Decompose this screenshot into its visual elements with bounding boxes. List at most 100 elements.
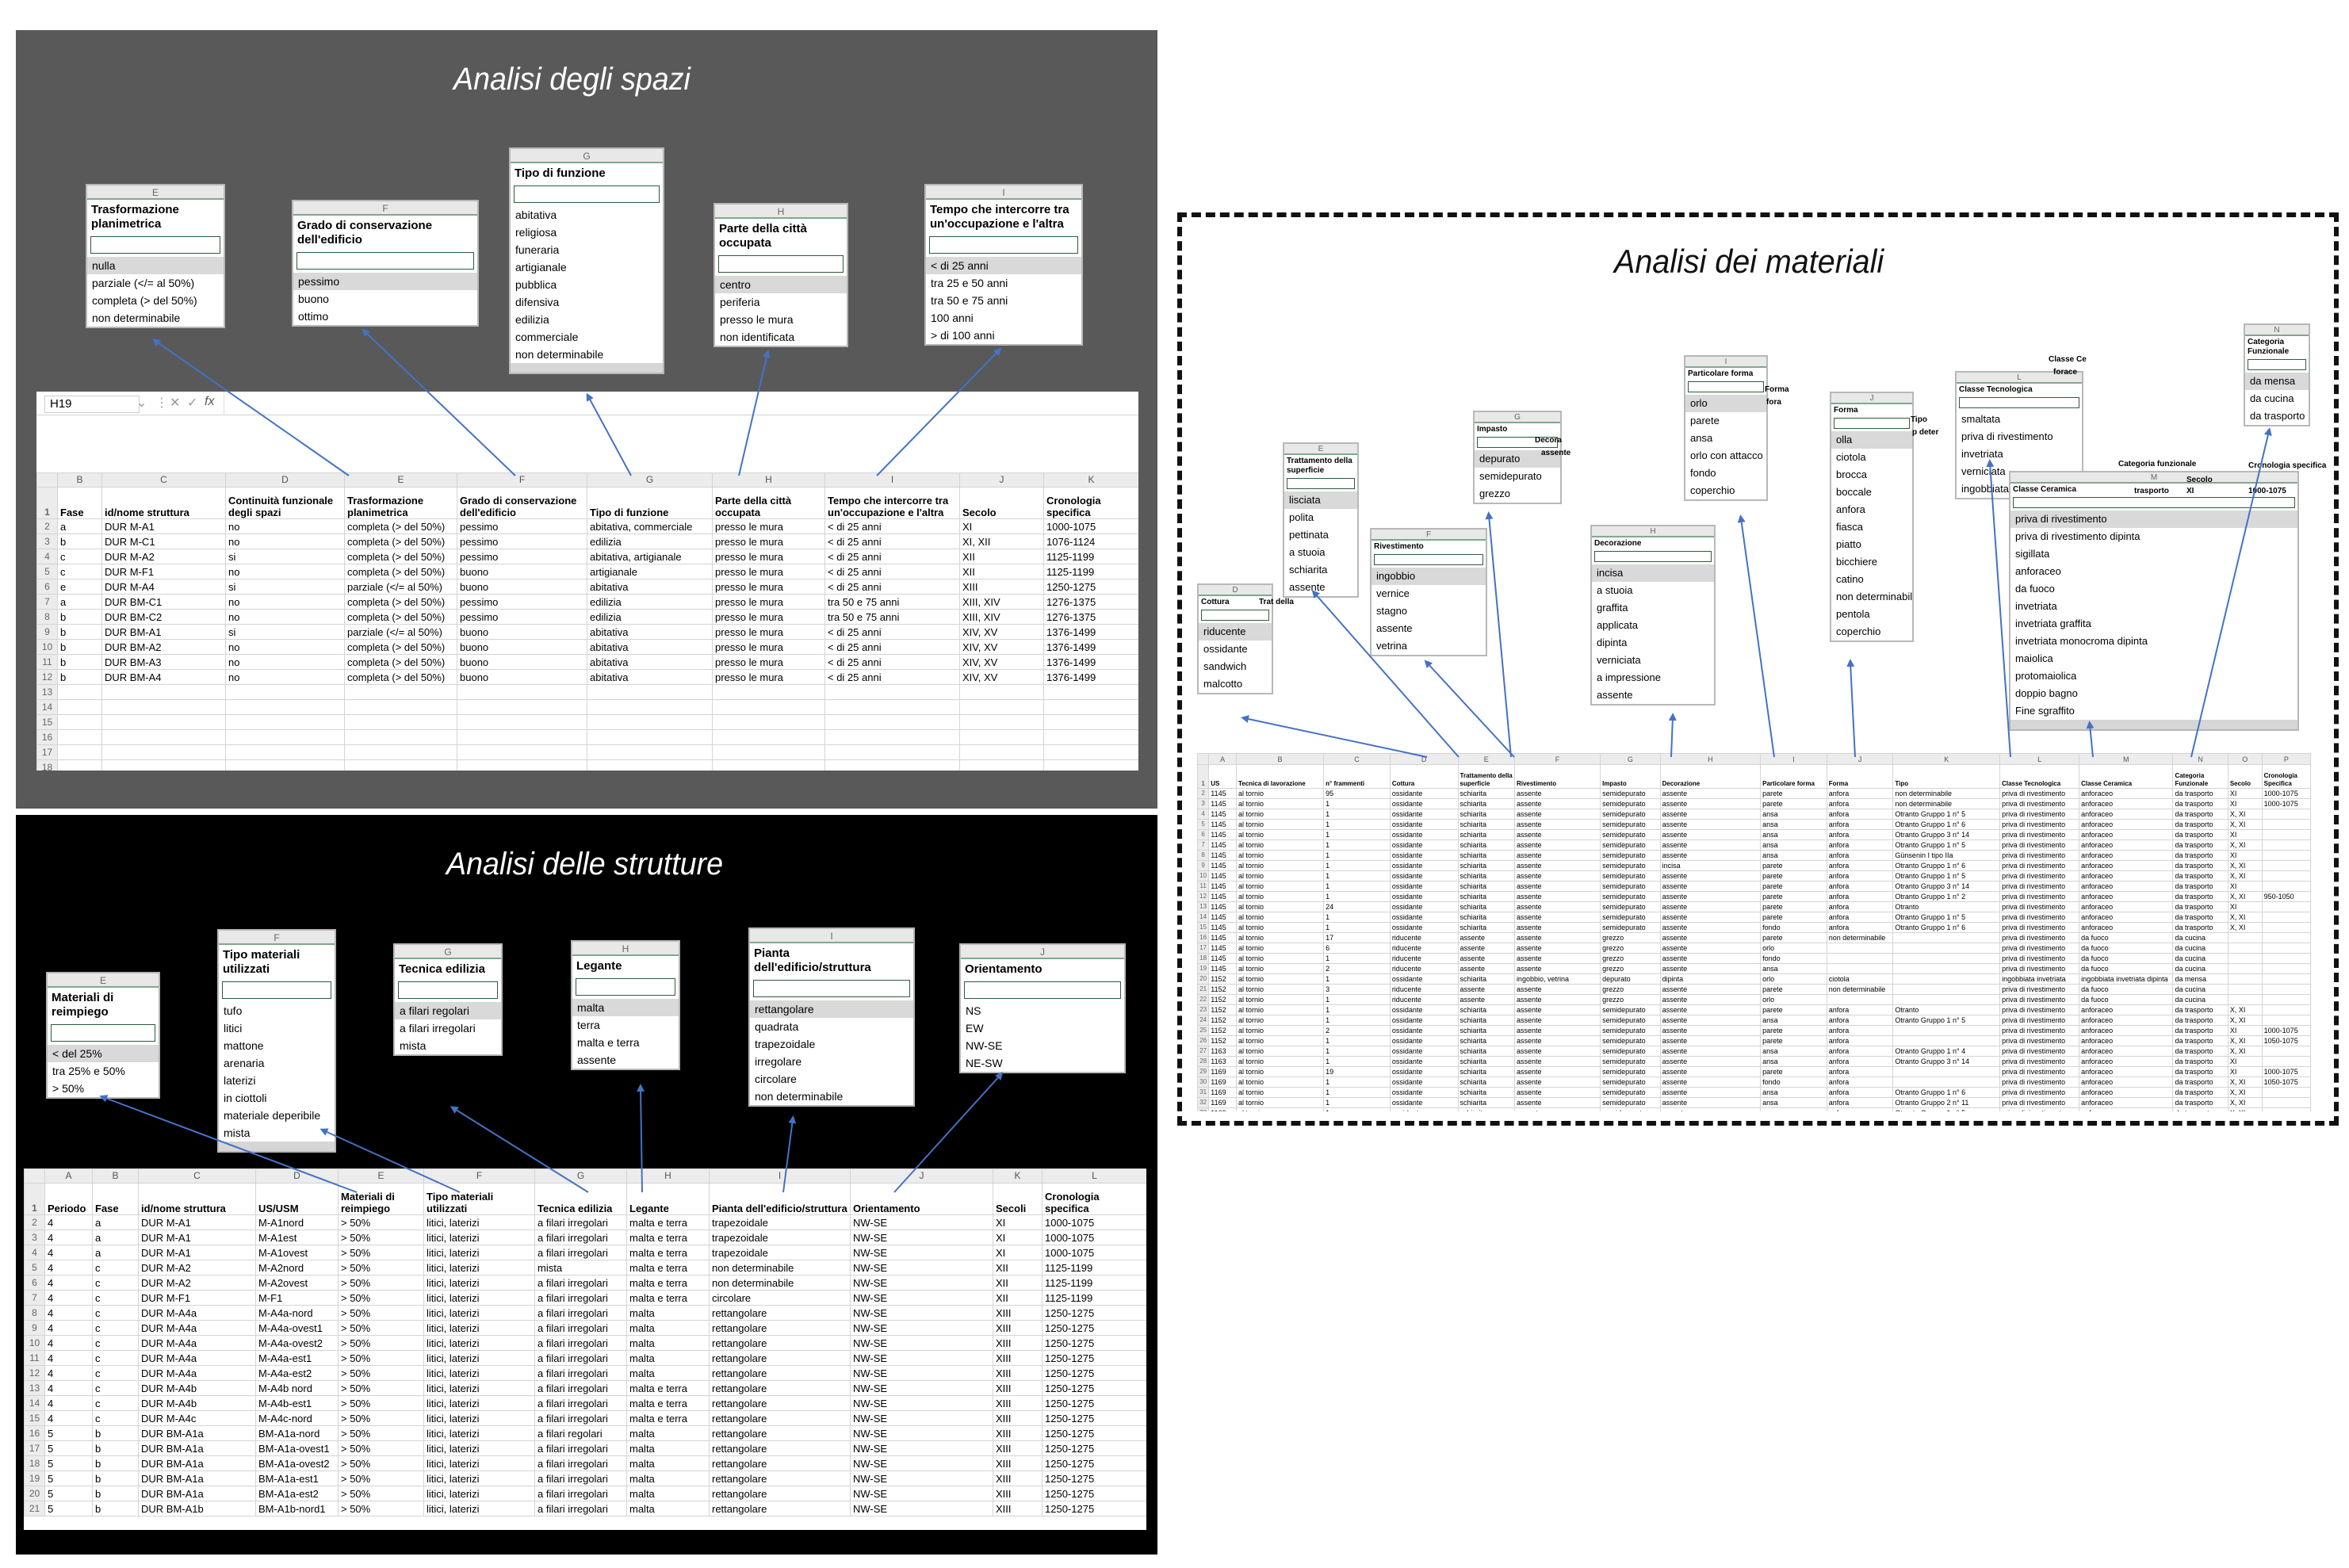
table-cell[interactable]: non determinabile [1892, 788, 2001, 799]
table-cell[interactable]: Otranto Gruppo 1 n° 6 [1892, 819, 2001, 830]
filter-option[interactable]: boccale [1836, 486, 1872, 498]
column-header[interactable]: Classe Ceramica [2079, 764, 2174, 789]
table-cell[interactable]: X, XI [2227, 1046, 2263, 1057]
table-cell[interactable]: > 50% [338, 1275, 424, 1291]
table-cell[interactable]: NW-SE [850, 1260, 993, 1275]
table-cell[interactable]: < di 25 anni [824, 549, 960, 564]
row-number[interactable]: 11 [24, 1350, 45, 1366]
table-cell[interactable]: anforaceo [2079, 1097, 2174, 1108]
table-cell[interactable]: 4 [44, 1380, 93, 1396]
table-cell[interactable]: 4 [44, 1275, 93, 1291]
table-cell[interactable]: 1376-1499 [1043, 654, 1138, 670]
table-cell[interactable] [2261, 870, 2311, 882]
empty-cell[interactable] [959, 714, 1044, 730]
table-cell[interactable]: < di 25 anni [824, 518, 960, 534]
table-cell[interactable]: a filari irregolari [534, 1486, 627, 1501]
table-cell[interactable]: XIII [993, 1305, 1043, 1321]
table-cell[interactable]: rettangolare [709, 1410, 851, 1426]
filter-search-input[interactable] [929, 236, 1078, 254]
table-cell[interactable]: grezzo [1600, 953, 1661, 964]
filter-option[interactable]: NE-SW [966, 1057, 1003, 1069]
filter-option[interactable]: NS [966, 1004, 981, 1017]
table-cell[interactable]: anforaceo [2079, 891, 2174, 902]
table-cell[interactable]: DUR M-A4b [138, 1380, 256, 1396]
table-cell[interactable]: semidepurato [1600, 1015, 1661, 1026]
table-cell[interactable]: 1050-1075 [2261, 1077, 2311, 1088]
table-cell[interactable]: circolare [709, 1290, 851, 1306]
table-cell[interactable]: schiarita [1457, 912, 1515, 923]
table-cell[interactable]: da trasporto [2172, 1015, 2228, 1026]
table-cell[interactable]: DUR BM-A1b [138, 1501, 256, 1516]
table-cell[interactable]: ansa [1760, 829, 1827, 840]
table-cell[interactable]: assente [1513, 860, 1601, 871]
table-cell[interactable] [1892, 1035, 2001, 1046]
table-cell[interactable]: DUR M-A2 [138, 1275, 256, 1291]
column-header[interactable]: US/USM [255, 1183, 339, 1215]
column-letter-M[interactable]: M [2079, 753, 2174, 765]
table-cell[interactable]: ossidante [1389, 891, 1459, 902]
table-cell[interactable]: ossidante [1389, 901, 1459, 912]
table-cell[interactable]: priva di rivestimento [1999, 1056, 2080, 1067]
table-cell[interactable]: 1145 [1208, 870, 1237, 882]
table-cell[interactable]: tra 50 e 75 anni [824, 594, 960, 610]
empty-cell[interactable] [225, 714, 345, 730]
table-cell[interactable]: rettangolare [709, 1501, 851, 1516]
table-cell[interactable]: assente [1659, 922, 1762, 933]
table-cell[interactable]: b [92, 1501, 139, 1516]
table-cell[interactable]: abitativa [587, 669, 713, 685]
table-cell[interactable]: anforaceo [2079, 1066, 2174, 1077]
table-cell[interactable]: malta [626, 1350, 710, 1366]
table-cell[interactable]: assente [1659, 963, 1762, 974]
table-cell[interactable]: assente [1513, 1025, 1601, 1036]
table-cell[interactable]: M-A4a-est1 [255, 1350, 339, 1366]
table-cell[interactable]: semidepurato [1600, 1097, 1661, 1108]
table-cell[interactable]: schiarita [1457, 1035, 1515, 1046]
table-cell[interactable]: assente [1659, 1046, 1762, 1057]
table-cell[interactable]: 1145 [1208, 809, 1237, 820]
table-cell[interactable]: a [92, 1245, 139, 1260]
filter-option[interactable]: da fuoco [2015, 583, 2055, 595]
table-cell[interactable]: da trasporto [2172, 788, 2228, 799]
table-cell[interactable]: malta [626, 1486, 710, 1501]
table-cell[interactable]: assente [1513, 829, 1601, 840]
table-cell[interactable]: fondo [1760, 922, 1827, 933]
column-header[interactable]: Classe Tecnologica [1999, 764, 2080, 789]
table-cell[interactable]: parete [1760, 881, 1827, 892]
filter-option[interactable]: ingobbio [1372, 568, 1486, 585]
table-cell[interactable]: > 50% [338, 1410, 424, 1426]
table-cell[interactable]: schiarita [1457, 850, 1515, 861]
table-cell[interactable]: riducente [1389, 932, 1459, 943]
table-cell[interactable]: al tornio [1235, 1077, 1325, 1088]
table-cell[interactable]: 4 [44, 1305, 93, 1321]
table-cell[interactable]: schiarita [1457, 839, 1515, 851]
row-number[interactable]: 8 [36, 609, 58, 625]
filter-option[interactable]: protomaiolica [2015, 670, 2077, 682]
column-letter-L[interactable]: L [1999, 753, 2080, 765]
filter-search-input[interactable] [718, 255, 844, 273]
table-cell[interactable]: 5 [44, 1470, 93, 1486]
table-cell[interactable]: c [57, 564, 102, 579]
table-cell[interactable]: ossidante [1389, 809, 1459, 820]
table-cell[interactable]: al tornio [1235, 1046, 1325, 1057]
empty-cell[interactable] [587, 684, 713, 700]
table-cell[interactable]: 1 [1323, 860, 1391, 871]
filter-option[interactable]: pessimo [293, 273, 477, 290]
table-cell[interactable]: XIV, XV [959, 669, 1044, 685]
table-cell[interactable]: XIII [993, 1320, 1043, 1336]
table-cell[interactable]: non determinabile [1826, 932, 1894, 943]
table-cell[interactable]: ossidante [1389, 1046, 1459, 1057]
table-cell[interactable]: DUR M-F1 [101, 564, 226, 579]
table-cell[interactable]: e [57, 579, 102, 595]
filter-search-input[interactable] [1287, 478, 1355, 489]
empty-cell[interactable] [57, 729, 102, 745]
filter-option[interactable]: centro [715, 276, 847, 293]
table-cell[interactable]: NW-SE [850, 1380, 993, 1396]
column-letter-G[interactable]: G [587, 472, 713, 488]
table-cell[interactable]: grezzo [1600, 963, 1661, 974]
table-cell[interactable]: al tornio [1235, 943, 1325, 954]
empty-cell[interactable] [959, 684, 1044, 700]
row-number[interactable]: 33 [1197, 1107, 1210, 1111]
table-cell[interactable]: 17 [1323, 932, 1391, 943]
table-cell[interactable]: al tornio [1235, 984, 1325, 995]
